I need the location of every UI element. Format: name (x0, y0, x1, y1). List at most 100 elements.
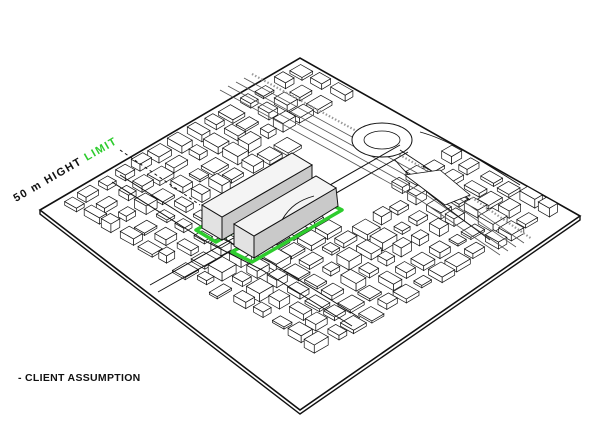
block-47-roof (237, 130, 262, 145)
block-10-roof (289, 84, 313, 99)
rail-line-3 (235, 81, 517, 248)
block-154-roof (196, 270, 215, 282)
height-limit-highlight: LIMIT (82, 135, 119, 164)
block-153-roof (171, 262, 200, 279)
block-122-roof (155, 209, 176, 221)
block-63-roof (166, 131, 193, 147)
roundabout-inner (363, 130, 401, 150)
ramp-curve-3 (419, 131, 521, 186)
block-89-roof (377, 270, 403, 285)
block-40-roof (389, 199, 410, 212)
block-101-roof (322, 261, 341, 273)
main-road-west-2 (111, 181, 353, 327)
tower-b (233, 175, 339, 259)
proposed-buildings (194, 152, 344, 264)
block-78-roof (164, 154, 189, 169)
block-156-roof (233, 289, 256, 303)
block-73-roof (355, 239, 383, 255)
block-159-roof (287, 321, 314, 337)
block-104-roof (377, 292, 399, 305)
block-30-roof (391, 176, 411, 188)
block-136-roof (133, 219, 158, 234)
block-118-roof (358, 306, 385, 322)
block-0-roof (289, 64, 314, 78)
block-44-roof (463, 241, 486, 255)
block-6-roof (496, 180, 521, 195)
block-5-roof (480, 170, 504, 184)
block-143-roof (268, 289, 291, 302)
block-119-roof (97, 175, 117, 187)
block-155-roof (208, 283, 233, 298)
block-55-roof (202, 132, 230, 148)
block-3-roof (440, 144, 463, 158)
block-49-roof (372, 205, 392, 218)
block-135-roof (117, 206, 137, 217)
block-123-roof (174, 218, 193, 229)
block-66-roof (221, 167, 245, 181)
block-75-roof (394, 261, 417, 274)
block-48-roof (256, 146, 283, 162)
block-145-roof (304, 311, 328, 325)
block-62-roof (427, 261, 456, 278)
block-116-roof (320, 282, 345, 297)
block-157-roof (252, 301, 272, 313)
tower-a-roof (201, 152, 313, 218)
block-46-roof (223, 123, 246, 137)
block-93-roof (170, 174, 194, 188)
block-141-roof (231, 270, 252, 283)
block-35-roof (484, 229, 508, 243)
block-144-roof (288, 301, 313, 315)
block-79-roof (188, 168, 210, 181)
block-52-roof (428, 240, 452, 254)
block-133-roof (76, 184, 100, 198)
block-16-roof (497, 197, 522, 212)
block-24-roof (463, 196, 488, 211)
ramp-curve-2 (394, 159, 491, 241)
rail-line-1 (219, 89, 501, 256)
block-103-roof (357, 284, 383, 300)
block-39-roof (273, 136, 303, 154)
block-102-roof (340, 268, 367, 284)
block-105-roof (114, 163, 136, 176)
rail-line-4 (243, 77, 525, 244)
block-117-roof (337, 294, 365, 311)
block-36-roof (217, 104, 246, 121)
block-25-roof (477, 207, 508, 225)
block-15-roof (476, 190, 504, 206)
block-134-roof (95, 195, 118, 209)
block-71-roof (314, 219, 343, 236)
block-54-roof (186, 121, 211, 136)
block-8-roof (537, 196, 559, 209)
site-map (38, 57, 582, 415)
block-18-roof (254, 85, 275, 97)
block-61-roof (410, 251, 436, 267)
height-limit-dash (119, 149, 201, 206)
block-26-roof (497, 220, 525, 236)
block-56-roof (221, 141, 249, 158)
block-99-roof (279, 241, 306, 257)
block-150-roof (119, 225, 144, 240)
block-100-roof (298, 251, 324, 267)
block-87-roof (336, 246, 363, 262)
block-138-roof (176, 238, 200, 252)
block-88-roof (358, 261, 380, 275)
site-base-edge (39, 210, 581, 415)
tower-b-twist-curve (281, 195, 315, 221)
block-94-roof (190, 183, 211, 196)
block-85-roof (296, 229, 327, 247)
block-106-roof (132, 174, 155, 187)
block-41-roof (408, 210, 429, 222)
block-92-roof (146, 165, 175, 182)
block-58-roof (351, 218, 381, 236)
tower-b-roof (233, 175, 337, 237)
block-7-roof (519, 186, 544, 200)
block-57-roof (241, 153, 265, 167)
block-90-roof (392, 283, 420, 300)
client-assumption-caption: - CLIENT ASSUMPTION (18, 372, 141, 384)
block-43-roof (448, 233, 467, 245)
block-149-roof (100, 212, 121, 225)
block-72-roof (334, 230, 358, 244)
block-42-roof (428, 217, 450, 230)
block-137-roof (154, 226, 178, 241)
block-74-roof (377, 250, 396, 262)
